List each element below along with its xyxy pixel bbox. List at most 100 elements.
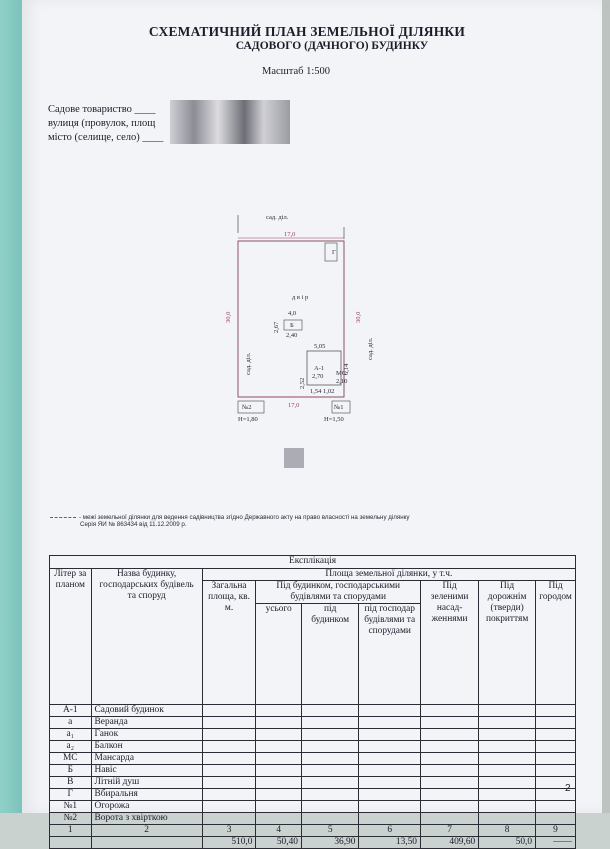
row-name: Балкон bbox=[90, 740, 203, 753]
page-subtitle: САДОВОГО (ДАЧНОГО) БУДИНКУ bbox=[235, 40, 429, 52]
empty-cell bbox=[358, 776, 421, 789]
col-area: Площа земельної ділянки, у т.ч. bbox=[201, 568, 577, 581]
empty-cell bbox=[300, 812, 360, 825]
plan-house-width: 5,05 bbox=[314, 343, 325, 350]
row-name: Ганок bbox=[90, 728, 203, 741]
empty-cell bbox=[478, 752, 537, 765]
empty-cell bbox=[255, 752, 302, 765]
empty-cell bbox=[478, 788, 537, 801]
empty-cell bbox=[535, 728, 576, 741]
legend-line-2: Серія ЯИ № 863434 від 11.12.2009 р. bbox=[80, 521, 187, 528]
total-house: 36,90 bbox=[300, 836, 360, 849]
empty-cell bbox=[300, 776, 360, 789]
row-name: Веранда bbox=[90, 716, 203, 729]
empty-cell bbox=[419, 704, 480, 717]
empty-cell bbox=[478, 704, 537, 717]
empty-cell bbox=[255, 728, 302, 741]
empty-cell bbox=[478, 728, 537, 741]
total-all: 50,40 bbox=[255, 836, 302, 849]
plan-gate1: №1 bbox=[334, 404, 343, 411]
empty-cell bbox=[358, 800, 421, 813]
empty-cell bbox=[419, 800, 480, 813]
total-area: 510,0 bbox=[201, 836, 257, 849]
num-5: 5 bbox=[300, 824, 360, 837]
plan-gate2-height: Н=1,80 bbox=[238, 416, 258, 423]
plan-b-width: 4,0 bbox=[288, 310, 296, 317]
empty-cell bbox=[535, 800, 576, 813]
row-name: Літній душ bbox=[90, 776, 203, 789]
num-7: 7 bbox=[419, 824, 480, 837]
empty-cell bbox=[419, 776, 480, 789]
col-litera: Літер за планом bbox=[49, 568, 92, 705]
row-litera: а bbox=[49, 716, 92, 729]
row-name: Навіс bbox=[90, 764, 203, 777]
empty-cell bbox=[535, 740, 576, 753]
row-litera: В bbox=[49, 776, 92, 789]
empty-cell bbox=[419, 740, 480, 753]
empty-cell bbox=[201, 788, 257, 801]
row-name: Вбиральня bbox=[90, 788, 203, 801]
empty-cell bbox=[419, 764, 480, 777]
num-3: 3 bbox=[201, 824, 257, 837]
empty-cell bbox=[255, 812, 302, 825]
empty-cell bbox=[255, 740, 302, 753]
plan-bottom-dim: 17,0 bbox=[288, 402, 299, 409]
col-road: Під дорожнім (тверди) покриттям bbox=[478, 580, 537, 705]
total-garden: —— bbox=[535, 836, 576, 849]
row-name: Мансарда bbox=[90, 752, 203, 765]
plan-a2-width: 1,02 bbox=[323, 388, 334, 395]
col-name: Назва будинку, господарських будівель та… bbox=[90, 568, 203, 705]
empty-cell bbox=[358, 740, 421, 753]
empty-cell bbox=[419, 716, 480, 729]
plan-left-side: сад. діл. bbox=[245, 352, 252, 375]
address-line-3: місто (селище, село) ____ bbox=[48, 132, 164, 143]
plan-b-depth: 2,67 bbox=[273, 321, 280, 333]
background-edge bbox=[602, 0, 610, 813]
redaction-blur-2 bbox=[284, 448, 304, 468]
empty-cell bbox=[255, 788, 302, 801]
empty-cell bbox=[201, 728, 257, 741]
empty-cell bbox=[358, 716, 421, 729]
empty-cell bbox=[300, 716, 360, 729]
col-house: під будинком bbox=[300, 603, 360, 705]
redaction-blur bbox=[170, 100, 290, 144]
plan-ms-label: МС bbox=[336, 370, 346, 377]
plan-yard-label: д в і р bbox=[292, 294, 308, 301]
empty-cell bbox=[535, 752, 576, 765]
col-under-buildings: Під будинком, господарськими будівлями т… bbox=[255, 580, 421, 604]
plan-b-height: 2,40 bbox=[286, 332, 297, 339]
num-6: 6 bbox=[358, 824, 421, 837]
empty-cell bbox=[255, 800, 302, 813]
num-1: 1 bbox=[49, 824, 92, 837]
row-litera: А-1 bbox=[49, 704, 92, 717]
empty-cell bbox=[358, 728, 421, 741]
empty-cell bbox=[201, 812, 257, 825]
plan-house-height: 2,70 bbox=[312, 373, 323, 380]
empty-cell bbox=[300, 740, 360, 753]
empty-cell bbox=[201, 776, 257, 789]
boundary-line-sample bbox=[50, 516, 76, 518]
plan-top-dim: 17,0 bbox=[284, 231, 295, 238]
row-litera: Г bbox=[49, 788, 92, 801]
num-2: 2 bbox=[90, 824, 203, 837]
row-name: Ворота з хвірткою bbox=[90, 812, 203, 825]
total-green: 409,60 bbox=[419, 836, 480, 849]
num-4: 4 bbox=[255, 824, 302, 837]
total-1 bbox=[49, 836, 92, 849]
site-plan-drawing: сад. діл. 17,0 30,0 30,0 сад. діл. сад. … bbox=[225, 214, 374, 423]
col-outbuildings: під господар будівлями та спорудами bbox=[358, 603, 421, 705]
document-page: СХЕМАТИЧНИЙ ПЛАН ЗЕМЕЛЬНОЇ ДІЛЯНКИ САДОВ… bbox=[22, 0, 602, 849]
row-name: Садовий будинок bbox=[90, 704, 203, 717]
empty-cell bbox=[255, 776, 302, 789]
empty-cell bbox=[255, 704, 302, 717]
empty-cell bbox=[358, 788, 421, 801]
empty-cell bbox=[201, 800, 257, 813]
empty-cell bbox=[478, 764, 537, 777]
